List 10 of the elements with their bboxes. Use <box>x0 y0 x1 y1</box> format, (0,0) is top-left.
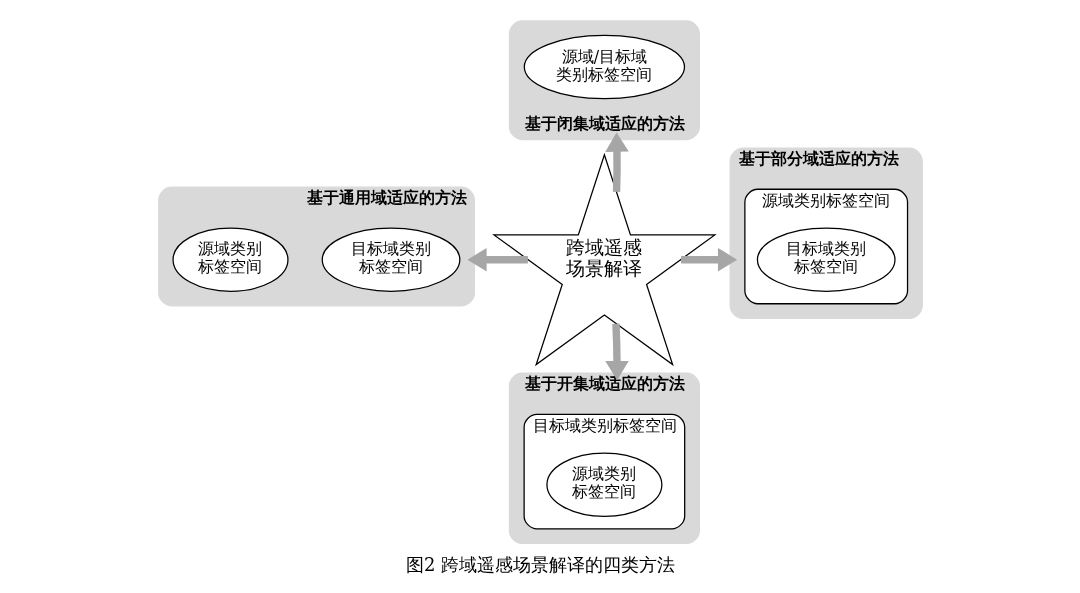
node-ellipse: 源域类别标签空间 <box>545 452 662 517</box>
node-ellipse: 源域/目标域类别标签空间 <box>523 34 685 100</box>
node-ellipse: 目标域类别标签空间 <box>321 227 460 292</box>
arrow <box>466 247 528 272</box>
caption: 图2 跨域遥感场景解译的四类方法 <box>405 553 675 575</box>
node-ellipse: 目标域类别标签空间 <box>756 227 896 292</box>
node-ellipse: 源域类别标签空间 <box>171 227 289 292</box>
arrow <box>604 132 629 192</box>
arrow <box>680 247 737 272</box>
arrow <box>604 323 629 381</box>
